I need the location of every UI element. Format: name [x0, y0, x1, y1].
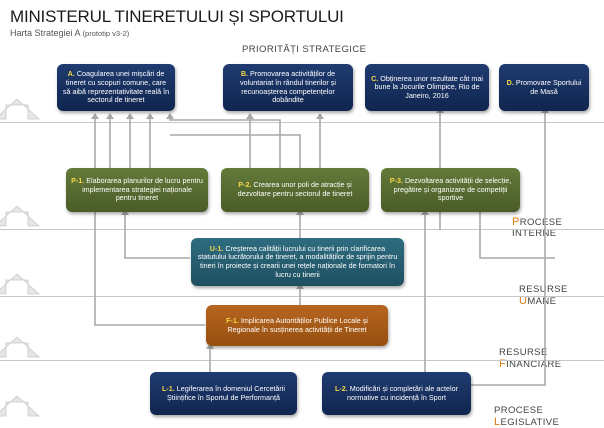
section-financial: RESURSE FINANCIARE — [499, 347, 604, 370]
up-arrow-icon — [0, 205, 41, 227]
section-human-first: RESURSE — [519, 284, 568, 295]
box-text: Implicarea Autorităților Publice Locale … — [227, 315, 368, 334]
process-box-p3[interactable]: P-3. Dezvoltarea activității de selecție… — [381, 168, 520, 212]
objective-box-a[interactable]: A. Coagularea unei mișcări de tineret cu… — [57, 64, 175, 111]
section-internal-initial: P — [512, 216, 520, 228]
page-subtitle: Harta Strategiei A (prototip v3-2) — [10, 28, 129, 38]
section-financial-initial: F — [499, 358, 507, 370]
title-ministry: MINISTERUL — [10, 7, 111, 26]
process-box-p1[interactable]: P-1. Elaborarea planurilor de lucru pent… — [66, 168, 208, 212]
box-text: Modificări și completări ale actelor nor… — [346, 383, 459, 402]
box-text: Dezvoltarea activității de selecție, pre… — [393, 176, 512, 203]
section-legislative-initial: L — [494, 416, 501, 428]
box-label: A. — [67, 69, 75, 79]
band-divider — [0, 296, 604, 297]
box-text: Creșterea calității lucrului cu tinerii … — [197, 243, 398, 279]
up-arrow-icon — [0, 273, 41, 295]
band-divider — [0, 229, 604, 230]
objective-box-b[interactable]: B. Promovarea activităților de voluntari… — [223, 64, 353, 111]
box-label: D. — [506, 77, 514, 87]
box-text: Elaborarea planurilor de lucru pentru im… — [82, 176, 203, 203]
section-internal-rest: ROCESE INTERNE — [512, 217, 563, 239]
section-legislative-rest: EGISLATIVE — [500, 417, 560, 428]
section-human-initial: U — [519, 295, 528, 307]
legislative-box-l2[interactable]: L-2. Modificări și completări ale actelo… — [322, 372, 471, 415]
section-strategic: PRIORITĂȚI STRATEGICE — [242, 44, 367, 55]
box-text: Promovarea activităților de voluntariat … — [240, 69, 336, 105]
subtitle-version: (prototip v3-2) — [82, 29, 130, 38]
box-text: Legiferarea în domeniul Cercetării Știin… — [166, 383, 286, 402]
section-human: RESURSE UMANE — [519, 284, 604, 307]
human-resources-box-u1[interactable]: U-1. Creșterea calității lucrului cu tin… — [191, 238, 404, 286]
section-internal: PROCESE INTERNE — [512, 216, 604, 239]
legislative-box-l1[interactable]: L-1. Legiferarea în domeniul Cercetării … — [150, 372, 297, 415]
up-arrow-icon — [0, 98, 41, 120]
title-ministry-rest: TINERETULUI ȘI SPORTULUI — [110, 7, 344, 26]
band-divider — [0, 122, 604, 123]
box-label: C. — [371, 73, 379, 83]
up-arrow-icon — [0, 395, 41, 417]
band-divider — [0, 360, 604, 361]
box-text: Promovare Sportului de Masă — [515, 77, 582, 96]
objective-box-c[interactable]: C. Obținerea unor rezultate cât mai bune… — [365, 64, 489, 111]
box-label: L-1. — [161, 383, 175, 393]
page-title: MINISTERUL TINERETULUI ȘI SPORTULUI — [10, 7, 344, 27]
box-label: U-1. — [209, 243, 224, 253]
box-label: F-1. — [226, 315, 239, 325]
box-label: P-3. — [389, 176, 403, 186]
box-label: P-1. — [71, 176, 85, 186]
financial-box-f1[interactable]: F-1. Implicarea Autorităților Publice Lo… — [206, 305, 388, 346]
section-legislative-first: PROCESE — [494, 405, 544, 416]
section-financial-first: RESURSE — [499, 347, 548, 358]
objective-box-d[interactable]: D. Promovare Sportului de Masă — [499, 64, 589, 111]
box-label: P-2. — [238, 180, 252, 190]
section-human-rest: MANE — [527, 296, 557, 307]
up-arrow-icon — [0, 336, 41, 358]
section-financial-rest: INANCIARE — [506, 359, 562, 370]
box-text: Crearea unor poli de atracție și dezvolt… — [237, 180, 353, 198]
subtitle-text: Harta Strategiei A — [10, 28, 81, 38]
box-text: Obținerea unor rezultate cât mai bune la… — [374, 73, 483, 100]
box-label: B. — [240, 69, 249, 79]
section-legislative: PROCESE LEGISLATIVE — [494, 405, 604, 428]
box-label: L-2. — [334, 383, 348, 393]
process-box-p2[interactable]: P-2. Crearea unor poli de atracție și de… — [221, 168, 369, 212]
box-text: Coagularea unei mișcări de tineret cu sc… — [62, 69, 170, 105]
